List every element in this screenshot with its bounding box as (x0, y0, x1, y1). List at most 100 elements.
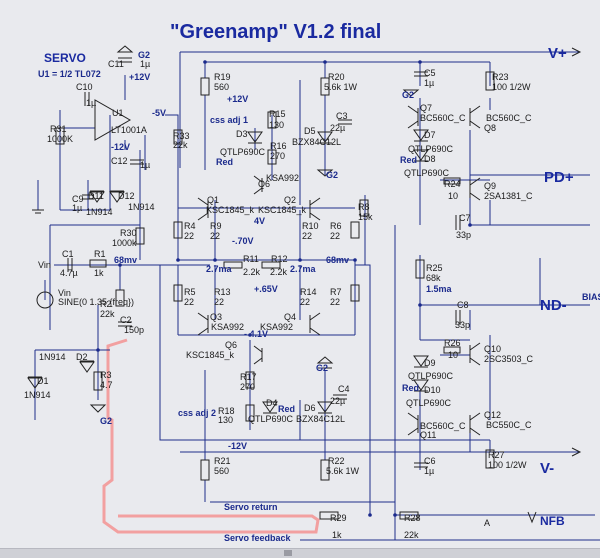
q4-model: KSA992 (260, 322, 293, 332)
horizontal-scrollbar[interactable] (0, 548, 600, 558)
ground-symbol (32, 209, 44, 214)
c9-ref: C9 (72, 194, 84, 204)
r26-body (443, 346, 461, 354)
voltage-4v: 4V (254, 216, 265, 226)
d4-model: QTLP690C (248, 414, 294, 424)
d3-model: QTLP690C (220, 147, 266, 157)
d10-symbol (413, 379, 429, 392)
components (27, 45, 582, 524)
r24-ref: R24 (444, 179, 461, 189)
ground-g2-symbol-d (116, 45, 134, 53)
d3-color: Red (216, 157, 233, 167)
d5-ref: D5 (304, 126, 316, 136)
d1-model: 1N914 (24, 390, 51, 400)
c1-value: 4.7µ (60, 268, 78, 278)
r1-value: 1k (94, 268, 104, 278)
c11-plates (118, 57, 132, 63)
c8-ref: C8 (457, 300, 469, 310)
r30-body (135, 227, 145, 245)
r21-body (200, 459, 210, 481)
d1-symbol (27, 376, 43, 389)
vneg12-amp: -12V (228, 441, 247, 451)
c10-ref: C10 (76, 82, 93, 92)
d12-model: 1N914 (128, 202, 155, 212)
c11-value: 1µ (140, 59, 150, 69)
r31-ref: R31 (50, 124, 67, 134)
r31-body (55, 127, 65, 145)
r23-value: 100 1/2W (492, 82, 531, 92)
servo-heading: SERVO (44, 51, 86, 65)
q10-symbol (469, 342, 481, 366)
q2-model: KSC1845_k (258, 205, 307, 215)
r6-ref: R6 (330, 221, 342, 231)
r24-body (443, 177, 461, 185)
r17-value: 270 (240, 382, 255, 392)
r33-body (173, 129, 183, 145)
q3-symbol (197, 312, 209, 336)
q8-symbol (469, 105, 481, 129)
c8-plates (455, 310, 461, 325)
servo-subtitle: U1 = 1/2 TL072 (38, 69, 101, 79)
c6-plates (414, 462, 428, 468)
c3-value: 22µ (330, 123, 345, 133)
c3-plates (338, 119, 352, 125)
d12-ref: D12 (118, 191, 135, 201)
r20-body (320, 77, 330, 96)
r7-ref: R7 (330, 287, 342, 297)
q12-model: BC550C_C (486, 420, 532, 430)
r25-value: 68k (426, 273, 441, 283)
q12-ref: Q12 (484, 410, 501, 420)
c1-ref: C1 (62, 249, 74, 259)
c12-value: 1µ (140, 160, 150, 170)
d9-symbol (413, 355, 429, 368)
r3-value: 4.7 (100, 380, 113, 390)
r4-value: 22 (184, 231, 194, 241)
r6-body (350, 221, 360, 239)
bias-label: BIAS (582, 292, 600, 302)
servo-path-highlight (102, 338, 320, 534)
vin-net-label: Vin (38, 260, 51, 270)
r16-value: 270 (270, 151, 285, 161)
r9-ref: R9 (210, 221, 222, 231)
r12-body (261, 261, 281, 269)
q2-symbol (309, 197, 321, 221)
r27-value: 100 1/2W (488, 460, 527, 470)
r17-ref: R17 (240, 372, 257, 382)
r30-ref: R30 (120, 228, 137, 238)
q7-ref: Q7 (420, 103, 432, 113)
r24-value: 10 (448, 191, 458, 201)
q3-ref: Q3 (210, 312, 222, 322)
u1-opamp-symbol (94, 99, 132, 141)
r14-ref: R14 (300, 287, 317, 297)
q11-model: BC560C_C (420, 421, 466, 431)
rail-vminus-label: V- (540, 460, 554, 477)
r5-value: 22 (184, 297, 194, 307)
r9-value: 22 (210, 231, 220, 241)
q8-ref: Q8 (484, 123, 496, 133)
amp-wiring (177, 80, 371, 515)
c10-value: 1µ (86, 98, 96, 108)
scrollbar-thumb[interactable] (284, 550, 292, 556)
c10-plates (84, 92, 90, 106)
c7-value: 33p (456, 230, 471, 240)
c12-ref: C12 (111, 156, 128, 166)
q12-symbol (469, 412, 481, 436)
c5-value: 1µ (424, 78, 434, 88)
servo-wiring (34, 75, 210, 441)
d11-symbol (89, 190, 105, 203)
r28-body (399, 511, 419, 520)
voltage-neg070: -.70V (232, 236, 254, 246)
ground-g2-symbol-c (89, 404, 107, 413)
d5-model: BZX84C12L (292, 137, 341, 147)
c12-plates (130, 159, 144, 165)
vin-source-ref: Vin (58, 288, 71, 298)
r16-ref: R16 (270, 141, 287, 151)
r33-value: 22k (173, 140, 188, 150)
current-27ma-right: 2.7ma (290, 264, 317, 274)
d5-symbol (317, 131, 333, 144)
schematic-title: "Greenamp" V1.2 final (170, 21, 381, 43)
r7-body (350, 284, 360, 302)
r18-value: 130 (218, 415, 233, 425)
